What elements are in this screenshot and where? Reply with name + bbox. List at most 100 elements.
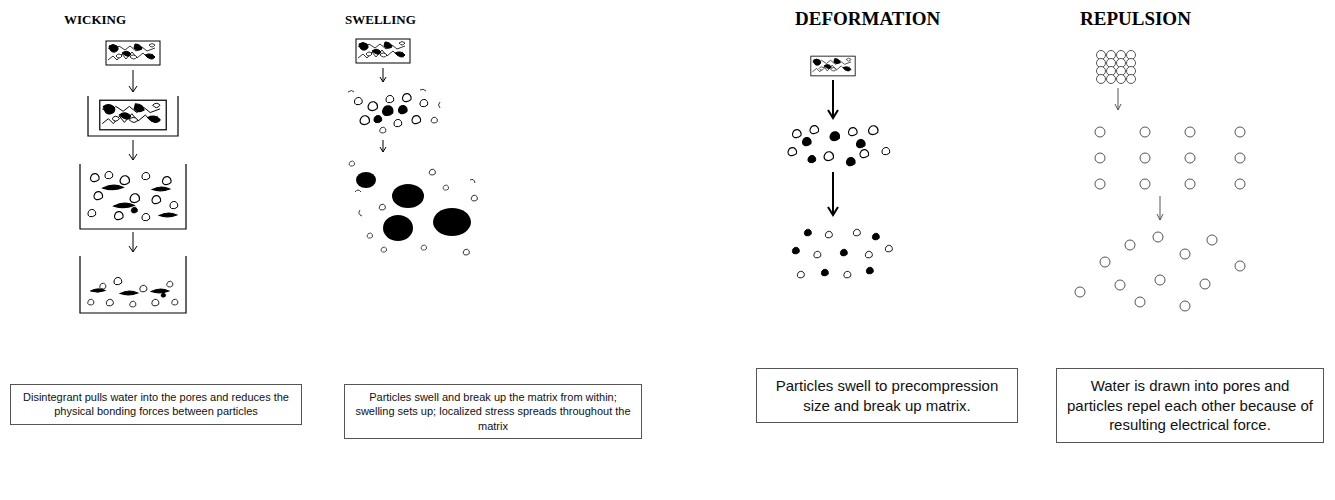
breaking-matrix bbox=[420, 99, 428, 106]
deformed-particles bbox=[848, 128, 857, 136]
swollen-particles bbox=[383, 215, 413, 241]
deformation-illustration bbox=[811, 56, 855, 76]
dispersed-particles bbox=[792, 229, 892, 278]
caption-box: Particles swell to precompression size a… bbox=[756, 368, 1018, 423]
separating-particles bbox=[1095, 179, 1105, 189]
separating-particles bbox=[1185, 153, 1195, 163]
swollen-particles bbox=[142, 172, 150, 179]
swollen-particles bbox=[443, 185, 448, 190]
swollen-particles bbox=[392, 184, 424, 208]
swelling-illustration bbox=[356, 39, 410, 63]
dispersed-particles bbox=[161, 293, 166, 297]
dispersed-particles bbox=[151, 289, 169, 293]
mechanism-heading: WICKING bbox=[64, 12, 126, 28]
swollen-particles bbox=[433, 208, 471, 236]
dispersed-particles bbox=[114, 277, 122, 284]
separating-particles bbox=[1095, 153, 1105, 163]
deformed-particles bbox=[860, 150, 869, 158]
deformation-illustration bbox=[828, 172, 838, 215]
deformed-particles bbox=[808, 155, 816, 162]
wicking-illustration bbox=[100, 100, 166, 130]
breaking-matrix bbox=[412, 116, 421, 124]
dispersed-particles bbox=[120, 291, 138, 295]
packed-particles bbox=[1097, 75, 1106, 84]
caption-box: Particles swell and break up the matrix … bbox=[344, 384, 642, 439]
swollen-particles bbox=[367, 233, 372, 238]
swollen-particles bbox=[94, 192, 103, 200]
separating-particles bbox=[1140, 153, 1150, 163]
dispersed-particles bbox=[872, 233, 879, 240]
deformed-particles bbox=[802, 138, 811, 146]
wicking-illustration bbox=[129, 232, 137, 252]
wicking-illustration bbox=[88, 96, 178, 136]
dispersed-particles bbox=[1125, 240, 1135, 250]
deformed-particles bbox=[882, 147, 890, 154]
wicking-illustration bbox=[80, 41, 186, 313]
dispersed-particles bbox=[91, 289, 106, 292]
wicking-illustration bbox=[129, 140, 137, 160]
breaking-matrix bbox=[431, 117, 437, 123]
deformation-illustration bbox=[788, 56, 892, 278]
swollen-particles bbox=[355, 179, 475, 216]
swollen-particles bbox=[90, 174, 99, 182]
dispersed-particles bbox=[106, 299, 113, 306]
breaking-matrix bbox=[368, 102, 377, 111]
dispersed-particles bbox=[797, 271, 804, 278]
repulsion-illustration bbox=[1075, 51, 1245, 312]
separating-particles bbox=[1185, 127, 1195, 137]
swollen-particles bbox=[88, 209, 96, 216]
swollen-particles bbox=[349, 161, 354, 166]
separating-particles bbox=[1235, 153, 1245, 163]
dispersed-particles bbox=[866, 267, 873, 274]
dispersed-particles bbox=[1235, 261, 1245, 271]
breaking-matrix bbox=[402, 94, 411, 102]
swollen-particles bbox=[381, 247, 386, 252]
caption-text: Particles swell to precompression size a… bbox=[764, 376, 1010, 415]
dispersed-particles bbox=[88, 277, 178, 307]
swollen-particles bbox=[429, 169, 435, 175]
swollen-particles bbox=[88, 171, 178, 220]
separating-particles bbox=[1140, 127, 1150, 137]
swollen-particles bbox=[120, 176, 129, 185]
separating-particles bbox=[1235, 127, 1245, 137]
breaking-matrix bbox=[360, 116, 369, 125]
breaking-matrix bbox=[374, 115, 382, 122]
swollen-particles bbox=[159, 213, 177, 217]
packed-particles bbox=[1107, 75, 1116, 84]
swelling-illustration bbox=[380, 68, 386, 82]
swollen-particles bbox=[114, 212, 123, 220]
caption-box: Water is drawn into pores and particles … bbox=[1056, 368, 1324, 443]
dispersed-particles bbox=[1200, 279, 1210, 289]
packed-particles bbox=[1097, 51, 1136, 84]
mechanism-heading: REPULSION bbox=[1080, 8, 1191, 30]
swollen-particles bbox=[142, 213, 150, 220]
caption-text: Water is drawn into pores and particles … bbox=[1064, 376, 1316, 435]
packed-particles bbox=[1117, 75, 1126, 84]
dispersed-particles bbox=[853, 229, 860, 236]
swelling-illustration bbox=[348, 39, 477, 255]
wicking-illustration bbox=[80, 164, 186, 229]
swollen-particles bbox=[349, 161, 477, 255]
swollen-particles bbox=[162, 177, 171, 185]
dispersed-particles bbox=[167, 281, 173, 287]
dispersed-particles bbox=[840, 249, 847, 256]
dispersed-particles bbox=[1153, 232, 1163, 242]
breaking-matrix bbox=[386, 95, 394, 102]
mechanism-heading: SWELLING bbox=[345, 12, 416, 28]
swollen-particles bbox=[105, 171, 113, 178]
deformed-particles bbox=[788, 126, 890, 166]
dispersed-particles bbox=[804, 229, 811, 236]
caption-text: Disintegrant pulls water into the pores … bbox=[16, 390, 296, 419]
deformed-particles bbox=[810, 126, 819, 134]
breaking-matrix bbox=[394, 119, 402, 126]
breaking-matrix bbox=[398, 106, 407, 114]
swollen-particles bbox=[130, 194, 139, 203]
dispersed-particles bbox=[814, 251, 821, 258]
dispersed-particles bbox=[825, 231, 832, 238]
deformed-particles bbox=[824, 152, 833, 161]
deformed-particles bbox=[846, 158, 855, 166]
packed-particles bbox=[1127, 75, 1136, 84]
mechanism-heading: DEFORMATION bbox=[795, 8, 940, 30]
deformed-particles bbox=[856, 140, 865, 148]
